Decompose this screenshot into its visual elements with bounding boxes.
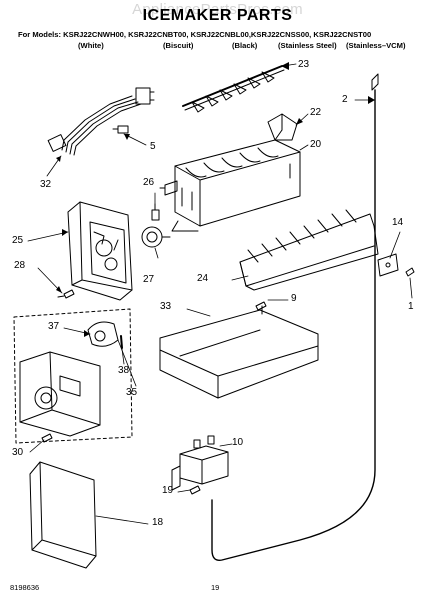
variant-stainless-vcm: (Stainless–VCM): [346, 41, 406, 50]
callout-30: 30: [12, 447, 24, 458]
callout-9: 9: [291, 293, 297, 304]
bearing-part: [267, 113, 298, 141]
fill-tube-part: [211, 73, 379, 561]
callout-38: 38: [118, 365, 130, 376]
callout-33: 33: [160, 301, 172, 312]
page-number: 19: [211, 583, 220, 592]
callout-27: 27: [143, 274, 155, 285]
callout-19: 19: [162, 485, 174, 496]
page-title: ICEMAKER PARTS: [142, 7, 293, 24]
callout-32: 32: [40, 179, 52, 190]
bracket-part: [377, 253, 399, 277]
callout-22: 22: [310, 107, 322, 118]
watermark: AppliancePartsPros.com: [132, 1, 303, 18]
screw-1-part: [405, 267, 415, 277]
callout-25: 25: [12, 235, 24, 246]
callout-2: 2: [342, 94, 348, 105]
screw-28-part: [57, 289, 75, 299]
models-line: For Models: KSRJ22CNWH00, KSRJ22CNBT00, …: [18, 30, 372, 39]
clip-part: [112, 125, 129, 134]
control-assembly-group: [13, 308, 133, 444]
callout-26: 26: [143, 177, 155, 188]
callout-37: 37: [48, 321, 60, 332]
arrowheads: [56, 62, 375, 337]
callout-18: 18: [152, 517, 164, 528]
leader-lines: [27, 63, 413, 525]
callout-5: 5: [150, 141, 156, 152]
callout-28: 28: [14, 260, 26, 271]
control-plate-part: [19, 351, 101, 437]
cover-part: [159, 309, 319, 399]
callout-10: 10: [232, 437, 244, 448]
ice-stripper-part: [239, 209, 379, 291]
variant-biscuit: (Biscuit): [163, 41, 194, 50]
bin-cover-part: [29, 461, 97, 569]
variant-black: (Black): [232, 41, 258, 50]
wire-harness-part: [47, 87, 155, 156]
callout-23: 23: [298, 59, 310, 70]
control-housing-part: [67, 201, 133, 301]
callout-35: 35: [126, 387, 138, 398]
screw-38-part: [120, 335, 123, 349]
document-number: 8198636: [10, 583, 40, 592]
variant-stainless: (Stainless Steel): [278, 41, 337, 50]
callout-20: 20: [310, 139, 322, 150]
screw-19-part: [189, 485, 201, 495]
variant-white: (White): [78, 41, 104, 50]
ejector-part: [182, 65, 285, 113]
switch-part: [171, 435, 229, 491]
callout-1: 1: [408, 301, 414, 312]
motor-37-part: [87, 321, 119, 347]
motor-part: [141, 226, 171, 248]
screw-9-part: [255, 301, 267, 315]
thermostat-part: [151, 203, 160, 221]
ice-mold-part: [159, 139, 301, 232]
callout-24: 24: [197, 273, 209, 284]
callout-14: 14: [392, 217, 404, 228]
